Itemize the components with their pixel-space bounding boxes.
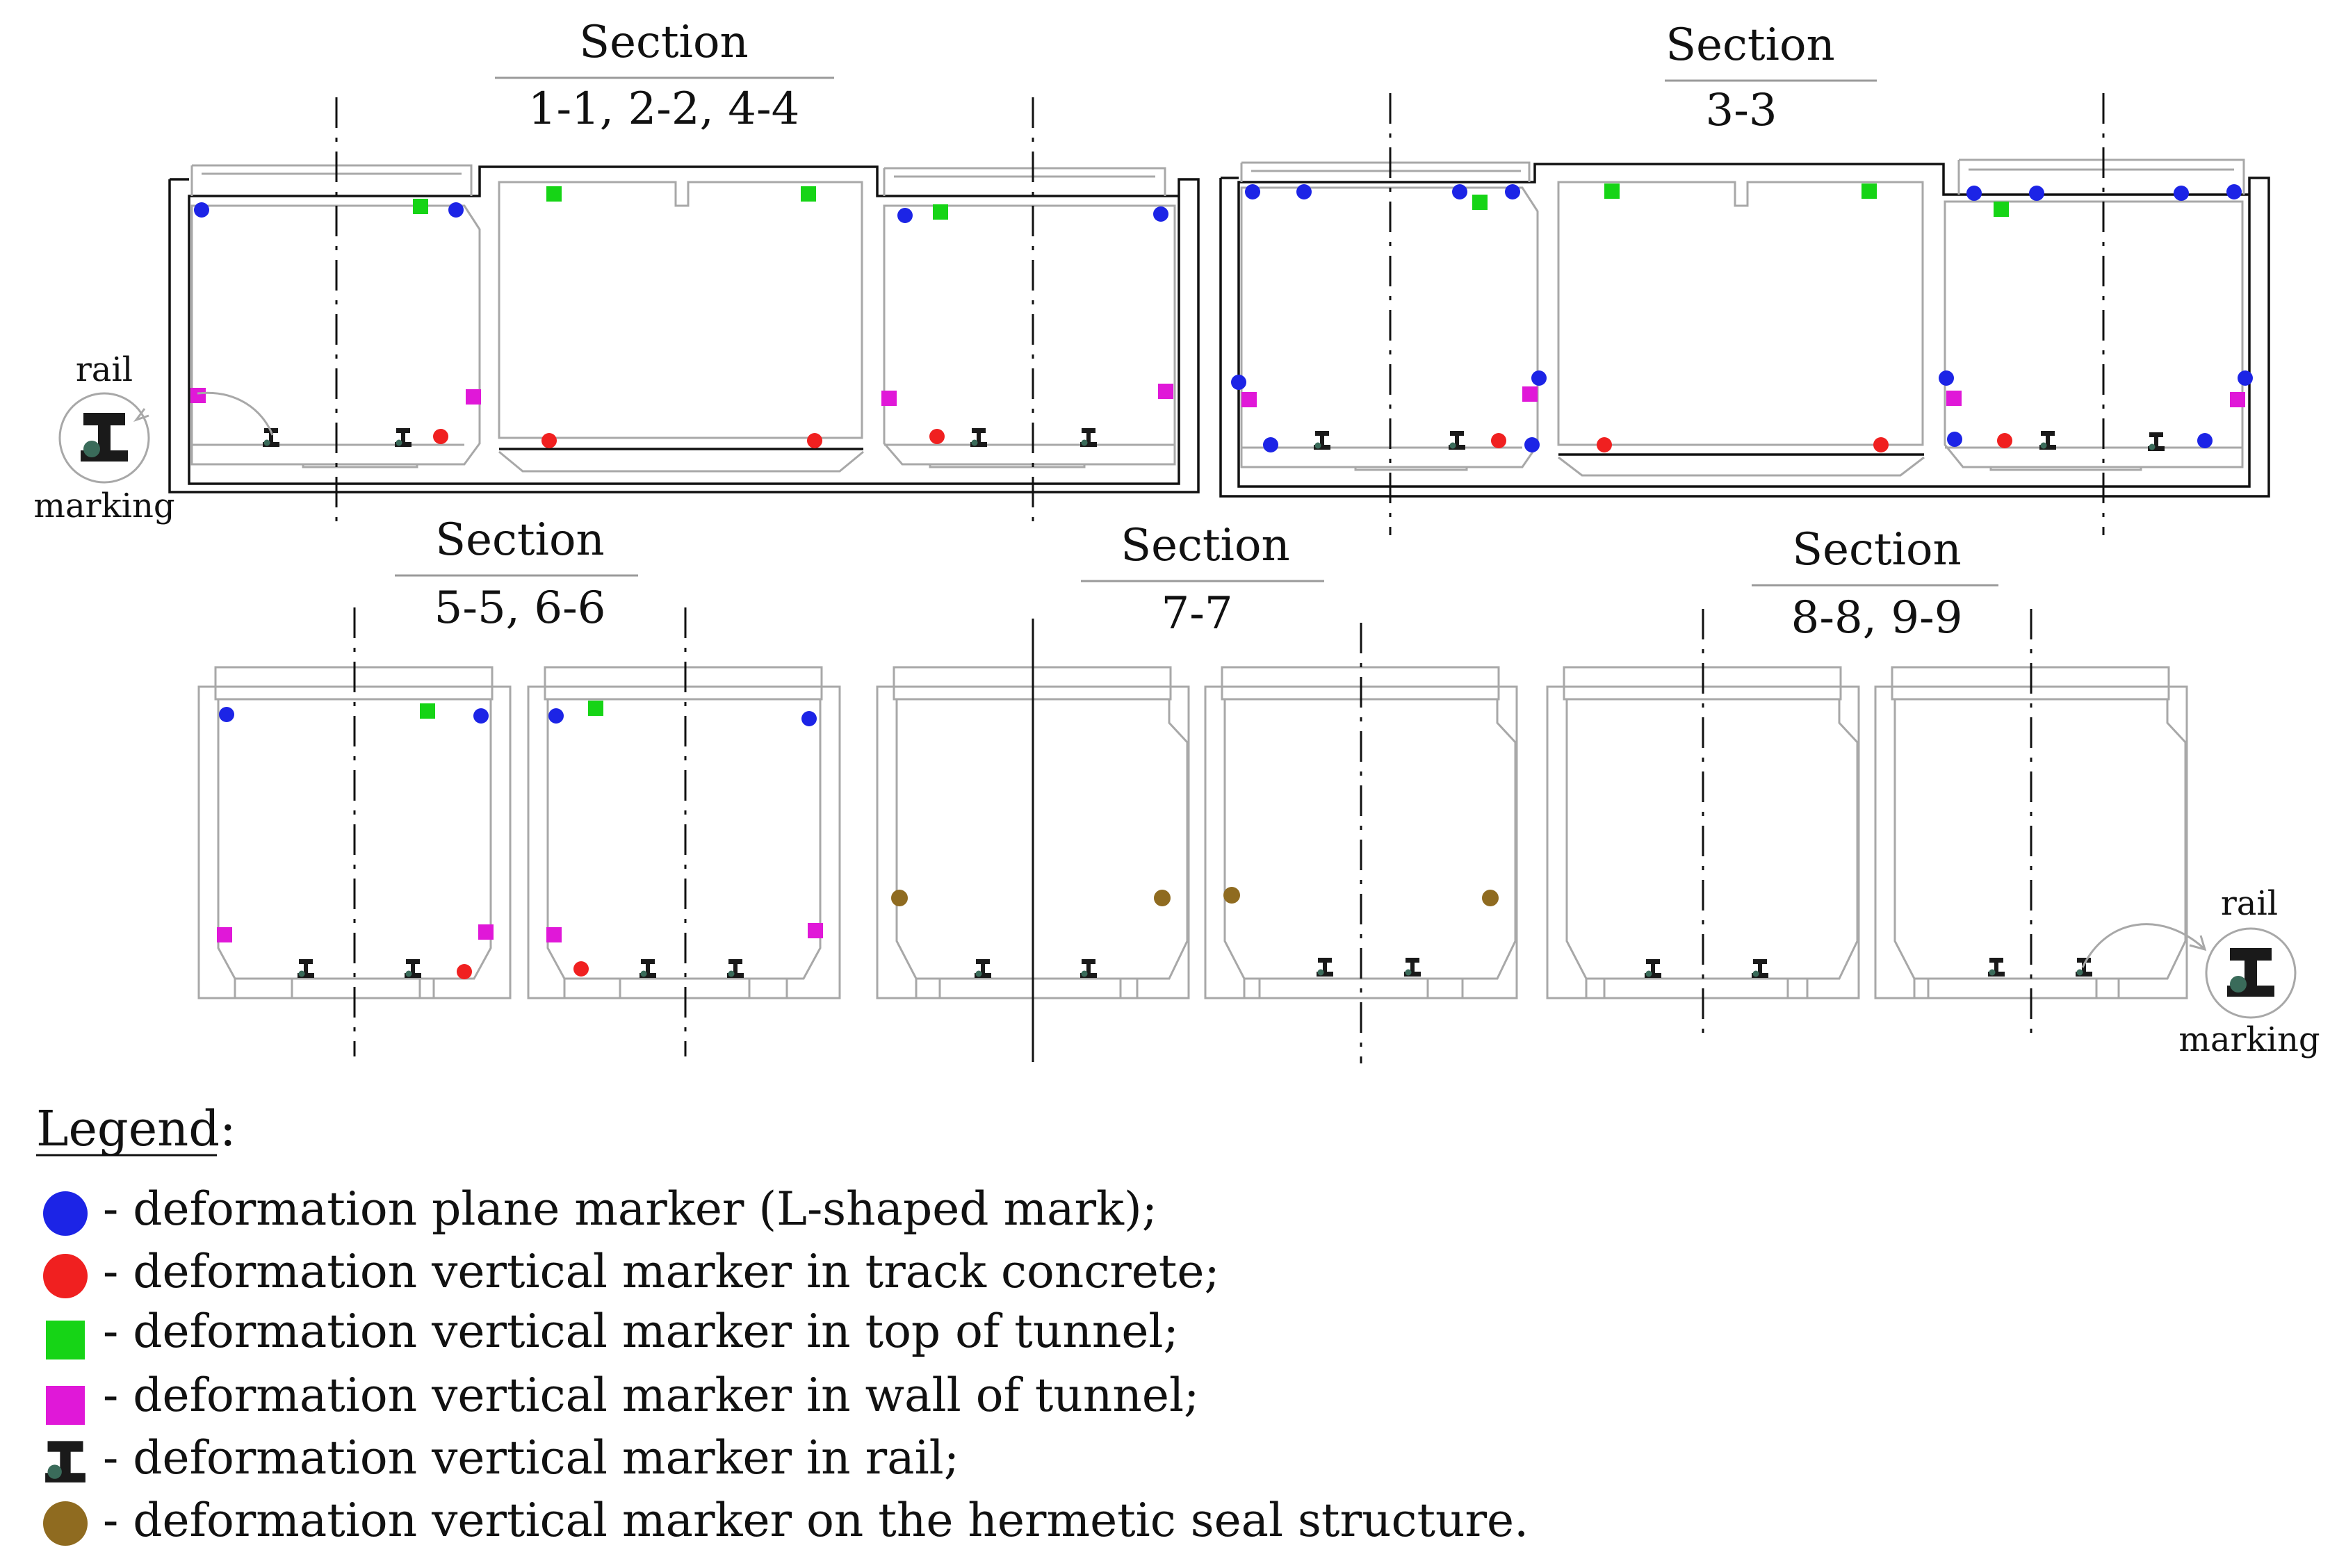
rail-icon (45, 1441, 85, 1483)
legend-item-red: - deformation vertical marker in track c… (43, 1245, 1220, 1298)
section-title-4: Section 7-7 (1081, 520, 1324, 639)
section-title-1: Section 1-1, 2-2, 4-4 (495, 17, 834, 135)
blue-circle-icon (43, 1191, 88, 1236)
legend-item-brown: - deformation vertical marker on the her… (43, 1494, 1529, 1547)
section-title-5: Section 8-8, 9-9 (1752, 524, 1998, 644)
callout-rail-label: rail (2221, 884, 2278, 923)
legend-item-blue: - deformation plane marker (L-shaped mar… (43, 1182, 1157, 1236)
callout-marking-label: marking (2178, 1020, 2320, 1059)
section-number: 5-5, 6-6 (434, 582, 606, 634)
magenta-square-icon (46, 1386, 85, 1425)
section-drawing-5 (1546, 609, 2188, 1036)
legend-title: Legend: (36, 1100, 236, 1157)
rail-callout-right: rail marking (2081, 884, 2320, 1059)
brown-circle-icon (43, 1501, 88, 1546)
section-drawing-4 (876, 619, 1518, 1063)
legend-item-text: - deformation vertical marker in wall of… (103, 1369, 1199, 1422)
section-title-3: Section 5-5, 6-6 (395, 514, 638, 634)
legend-item-text: - deformation vertical marker on the her… (103, 1494, 1529, 1547)
section-number: 1-1, 2-2, 4-4 (528, 83, 800, 135)
callout-rail-label: rail (76, 350, 133, 389)
section-label: Section (1665, 19, 1835, 71)
green-square-icon (46, 1321, 85, 1359)
section-drawing-2 (1219, 93, 2270, 535)
legend-item-text: - deformation vertical marker in top of … (103, 1305, 1179, 1358)
section-label: Section (1121, 520, 1290, 571)
legend-item-rail: - deformation vertical marker in rail; (45, 1431, 959, 1485)
section-number: 7-7 (1161, 588, 1232, 639)
section-number: 3-3 (1705, 85, 1777, 136)
section-label: Section (1792, 524, 1962, 575)
rail-callout-left: rail marking (33, 350, 274, 525)
legend-item-magenta: - deformation vertical marker in wall of… (46, 1369, 1199, 1425)
red-circle-icon (43, 1254, 88, 1298)
legend-item-text: - deformation vertical marker in rail; (103, 1431, 959, 1485)
section-title-2: Section 3-3 (1665, 19, 1877, 136)
legend: Legend: - deformation plane marker (L-sh… (36, 1100, 1529, 1547)
callout-marking-label: marking (33, 487, 174, 525)
legend-item-text: - deformation vertical marker in track c… (103, 1245, 1220, 1298)
section-label: Section (435, 514, 605, 566)
section-drawing-3 (197, 607, 841, 1056)
legend-item-green: - deformation vertical marker in top of … (46, 1305, 1179, 1359)
section-number: 8-8, 9-9 (1791, 592, 1963, 644)
section-drawing-1 (168, 97, 1200, 530)
section-label: Section (579, 17, 749, 68)
legend-item-text: - deformation plane marker (L-shaped mar… (103, 1182, 1157, 1236)
